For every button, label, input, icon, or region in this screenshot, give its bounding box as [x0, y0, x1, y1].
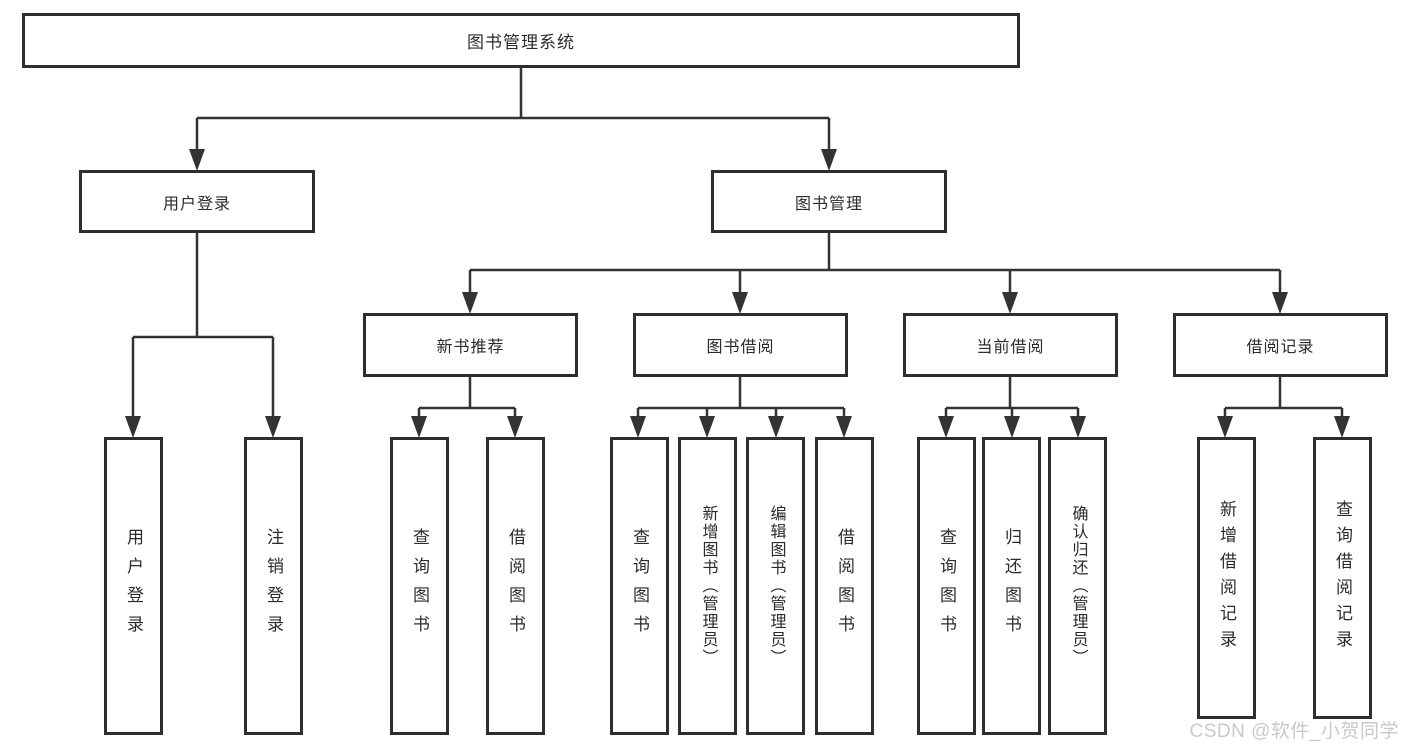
node-add-book-admin: 新增图书（管理员）: [678, 437, 737, 735]
node-borrow-records: 借阅记录: [1173, 313, 1388, 377]
node-query-books: 查询图书: [917, 437, 976, 735]
csdn-watermark: CSDN @软件_小贺同学: [1189, 721, 1399, 742]
node-current-borrowing: 当前借阅: [903, 313, 1118, 377]
node-borrow-books: 借阅图书: [815, 437, 874, 735]
node-confirm-return-admin: 确认归还（管理员）: [1048, 437, 1107, 735]
node-book-management: 图书管理: [711, 170, 947, 233]
node-book-borrowing: 图书借阅: [633, 313, 848, 377]
node-library-management-system: 图书管理系统: [22, 13, 1020, 68]
node-query-books: 查询图书: [390, 437, 449, 735]
node-add-borrow-record: 新增借阅记录: [1197, 437, 1256, 719]
node-new-book-recommend: 新书推荐: [363, 313, 578, 377]
node-edit-book-admin: 编辑图书（管理员）: [746, 437, 805, 735]
node-user-login-action: 用户登录: [104, 437, 163, 735]
node-query-books: 查询图书: [610, 437, 669, 735]
node-return-books: 归还图书: [982, 437, 1041, 735]
node-user-login: 用户登录: [79, 170, 315, 233]
arrowheads: [125, 149, 1350, 438]
tree-edges: [131, 66, 1344, 420]
node-borrow-books: 借阅图书: [486, 437, 545, 735]
node-logout-action: 注销登录: [244, 437, 303, 735]
node-query-borrow-record: 查询借阅记录: [1313, 437, 1372, 719]
